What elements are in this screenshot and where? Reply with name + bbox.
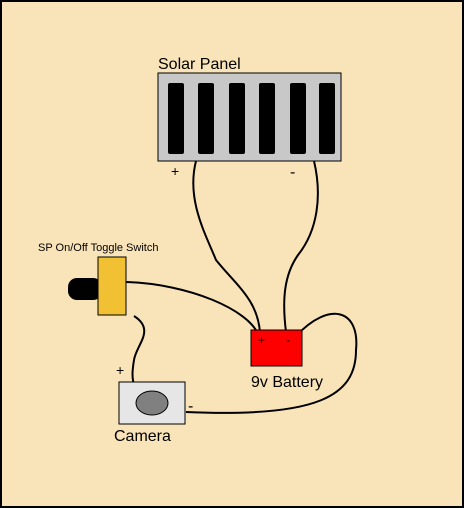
toggle-switch-body: [97, 256, 127, 316]
solar-panel-label: Solar Panel: [158, 56, 241, 73]
panel-minus-label: -: [290, 164, 295, 181]
camera-label: Camera: [114, 428, 171, 445]
wires: [125, 160, 358, 414]
wire-panel-positive: [192, 160, 261, 334]
solar-panel-frame: [157, 72, 342, 162]
battery: [250, 329, 303, 367]
camera-minus-label: -: [188, 398, 193, 415]
solar-cell: [259, 83, 275, 154]
toggle-switch-lever: [68, 278, 102, 300]
camera-plus-label: +: [116, 362, 124, 378]
solar-cell: [198, 83, 214, 154]
wire-switch-battery: [125, 281, 259, 335]
battery-label: 9v Battery: [251, 374, 323, 391]
camera: [118, 381, 186, 425]
solar-panel: [157, 72, 342, 162]
toggle-switch-label: SP On/Off Toggle Switch: [38, 242, 158, 254]
solar-cell: [229, 83, 245, 154]
battery-plus-label: +: [258, 333, 265, 347]
panel-plus-label: +: [171, 163, 179, 179]
wire-panel-negative: [283, 160, 319, 333]
wire-camera-battery: [185, 312, 358, 414]
wire-switch-camera: [131, 315, 146, 386]
solar-cell: [168, 83, 184, 154]
camera-lens: [135, 390, 169, 416]
battery-minus-label: -: [286, 333, 290, 347]
solar-cell: [290, 83, 306, 154]
toggle-switch: [68, 256, 127, 316]
solar-cell: [319, 83, 335, 154]
